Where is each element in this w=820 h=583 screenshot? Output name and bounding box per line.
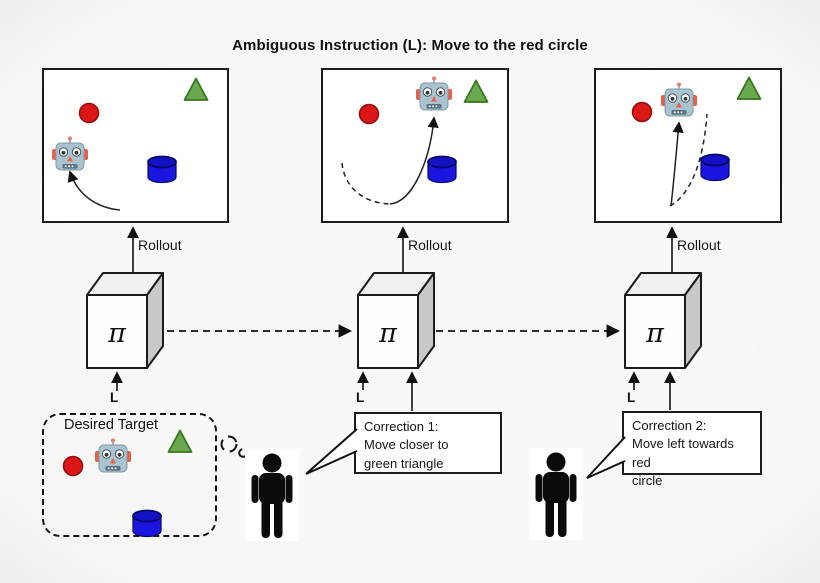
policy-symbol-1: π [107,318,127,349]
diagram-title: Ambiguous Instruction (L): Move to the r… [232,37,588,54]
policy-symbol-2: π [378,318,398,349]
policy-box-2-side-face [417,272,435,369]
correction-2-bubble-tail [586,436,626,479]
correction-2-line-2: Move left towards red [632,436,734,470]
policy-box-1-side-face [146,272,164,369]
correction-1-line-3: green triangle [364,455,444,471]
person-icon [529,448,583,540]
correction-2-speech-bubble: Correction 2: Move left towards red circ… [622,411,762,488]
instruction-label-1: L [110,390,119,405]
policy-box-3: π [624,272,702,369]
policy-box-2-top-face [357,272,435,296]
policy-box-1-top-face [86,272,164,296]
rollout-label-3: Rollout [677,237,721,253]
desired-target-box [42,413,217,537]
instruction-label-2: L [356,390,365,405]
policy-box-3-front-face [624,294,686,369]
policy-box-1-front-face [86,294,148,369]
policy-box-3-side-face [684,272,702,369]
correction-1-speech-bubble: Correction 1: Move closer to green trian… [354,412,502,474]
rollout-label-1: Rollout [138,237,182,253]
rollout-label-2: Rollout [408,237,452,253]
desired-target-label: Desired Target [64,417,159,433]
policy-box-1: π [86,272,164,369]
correction-2-line-3: circle [632,473,663,489]
person-icon [245,449,299,541]
correction-1-line-1: Correction 1: [364,419,439,434]
instruction-label-3: L [627,390,636,405]
policy-symbol-3: π [645,318,665,349]
policy-box-2: π [357,272,435,369]
thought-bubble-icon [238,448,248,458]
environment-panel-3 [594,68,782,223]
correction-2-line-1: Correction 2: [632,418,707,433]
environment-panel-1 [42,68,229,223]
policy-box-2-front-face [357,294,419,369]
thought-bubble-icon [220,435,238,453]
environment-panel-2 [321,68,509,223]
policy-box-3-top-face [624,272,702,296]
correction-1-line-2: Move closer to [364,437,449,453]
correction-1-bubble-tail [305,428,358,475]
